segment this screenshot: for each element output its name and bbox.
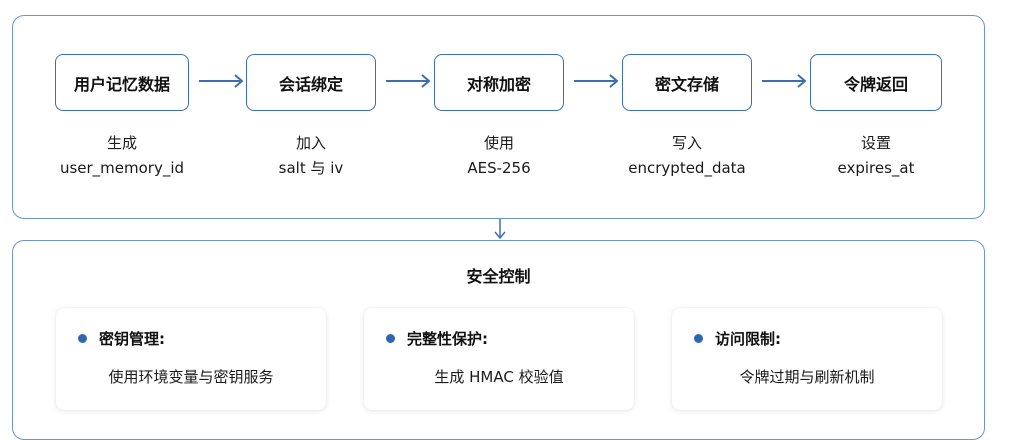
card-access-restriction: 访问限制: 令牌过期与刷新机制 [672,308,942,410]
card-title: 完整性保护: [407,330,488,348]
caption-line: 写入 [671,134,702,152]
caption-line: salt 与 iv [278,159,344,177]
flow-panel: 用户记忆数据 会话绑定 对称加密 密文存储 令牌返回 生成 user_memor… [12,15,985,219]
arrow-right-icon [199,73,245,89]
caption-line: 使用 [483,134,514,152]
caption-line: expires_at [837,159,915,177]
security-title: 安全控制 [466,267,531,286]
caption-line: user_memory_id [59,159,185,177]
caption-line: AES-256 [467,159,531,177]
step-box-ciphertext-storage: 密文存储 [622,54,752,111]
caption-line: 加入 [295,134,326,152]
card-key-management: 密钥管理: 使用环境变量与密钥服务 [56,308,326,410]
caption-line: 设置 [860,134,891,152]
caption-line: 生成 [106,134,137,152]
arrow-down-icon [493,219,507,240]
security-panel: 安全控制 密钥管理: 使用环境变量与密钥服务 完整性保护: 生成 HMAC 校验… [12,240,985,440]
arrow-right-icon [762,73,808,89]
card-desc: 使用环境变量与密钥服务 [108,368,274,386]
bullet-icon [694,334,703,343]
card-head: 访问限制: [694,328,781,349]
arrow-right-icon [386,73,432,89]
step-box-token-return: 令牌返回 [810,54,942,111]
card-head: 完整性保护: [386,328,488,349]
step-box-session-binding: 会话绑定 [246,54,376,111]
step-caption-token-return: 设置 expires_at [796,131,956,181]
step-caption-session-binding: 加入 salt 与 iv [231,131,391,181]
bullet-icon [386,334,395,343]
arrow-right-icon [574,73,620,89]
step-label: 会话绑定 [278,74,343,94]
card-desc: 令牌过期与刷新机制 [739,368,875,386]
step-label: 令牌返回 [843,74,908,94]
step-caption-user-memory-data: 生成 user_memory_id [35,131,209,181]
bullet-icon [78,334,87,343]
step-caption-ciphertext-storage: 写入 encrypted_data [597,131,777,181]
card-head: 密钥管理: [78,328,165,349]
step-label: 用户记忆数据 [73,74,170,94]
card-integrity-protection: 完整性保护: 生成 HMAC 校验值 [364,308,634,410]
step-label: 对称加密 [466,74,531,94]
step-box-symmetric-encryption: 对称加密 [434,54,564,111]
card-desc: 生成 HMAC 校验值 [434,368,564,386]
caption-line: encrypted_data [628,159,746,177]
card-title: 访问限制: [715,330,781,348]
step-caption-symmetric-encryption: 使用 AES-256 [419,131,579,181]
step-label: 密文存储 [654,74,719,94]
step-box-user-memory-data: 用户记忆数据 [55,54,189,111]
card-title: 密钥管理: [99,330,165,348]
